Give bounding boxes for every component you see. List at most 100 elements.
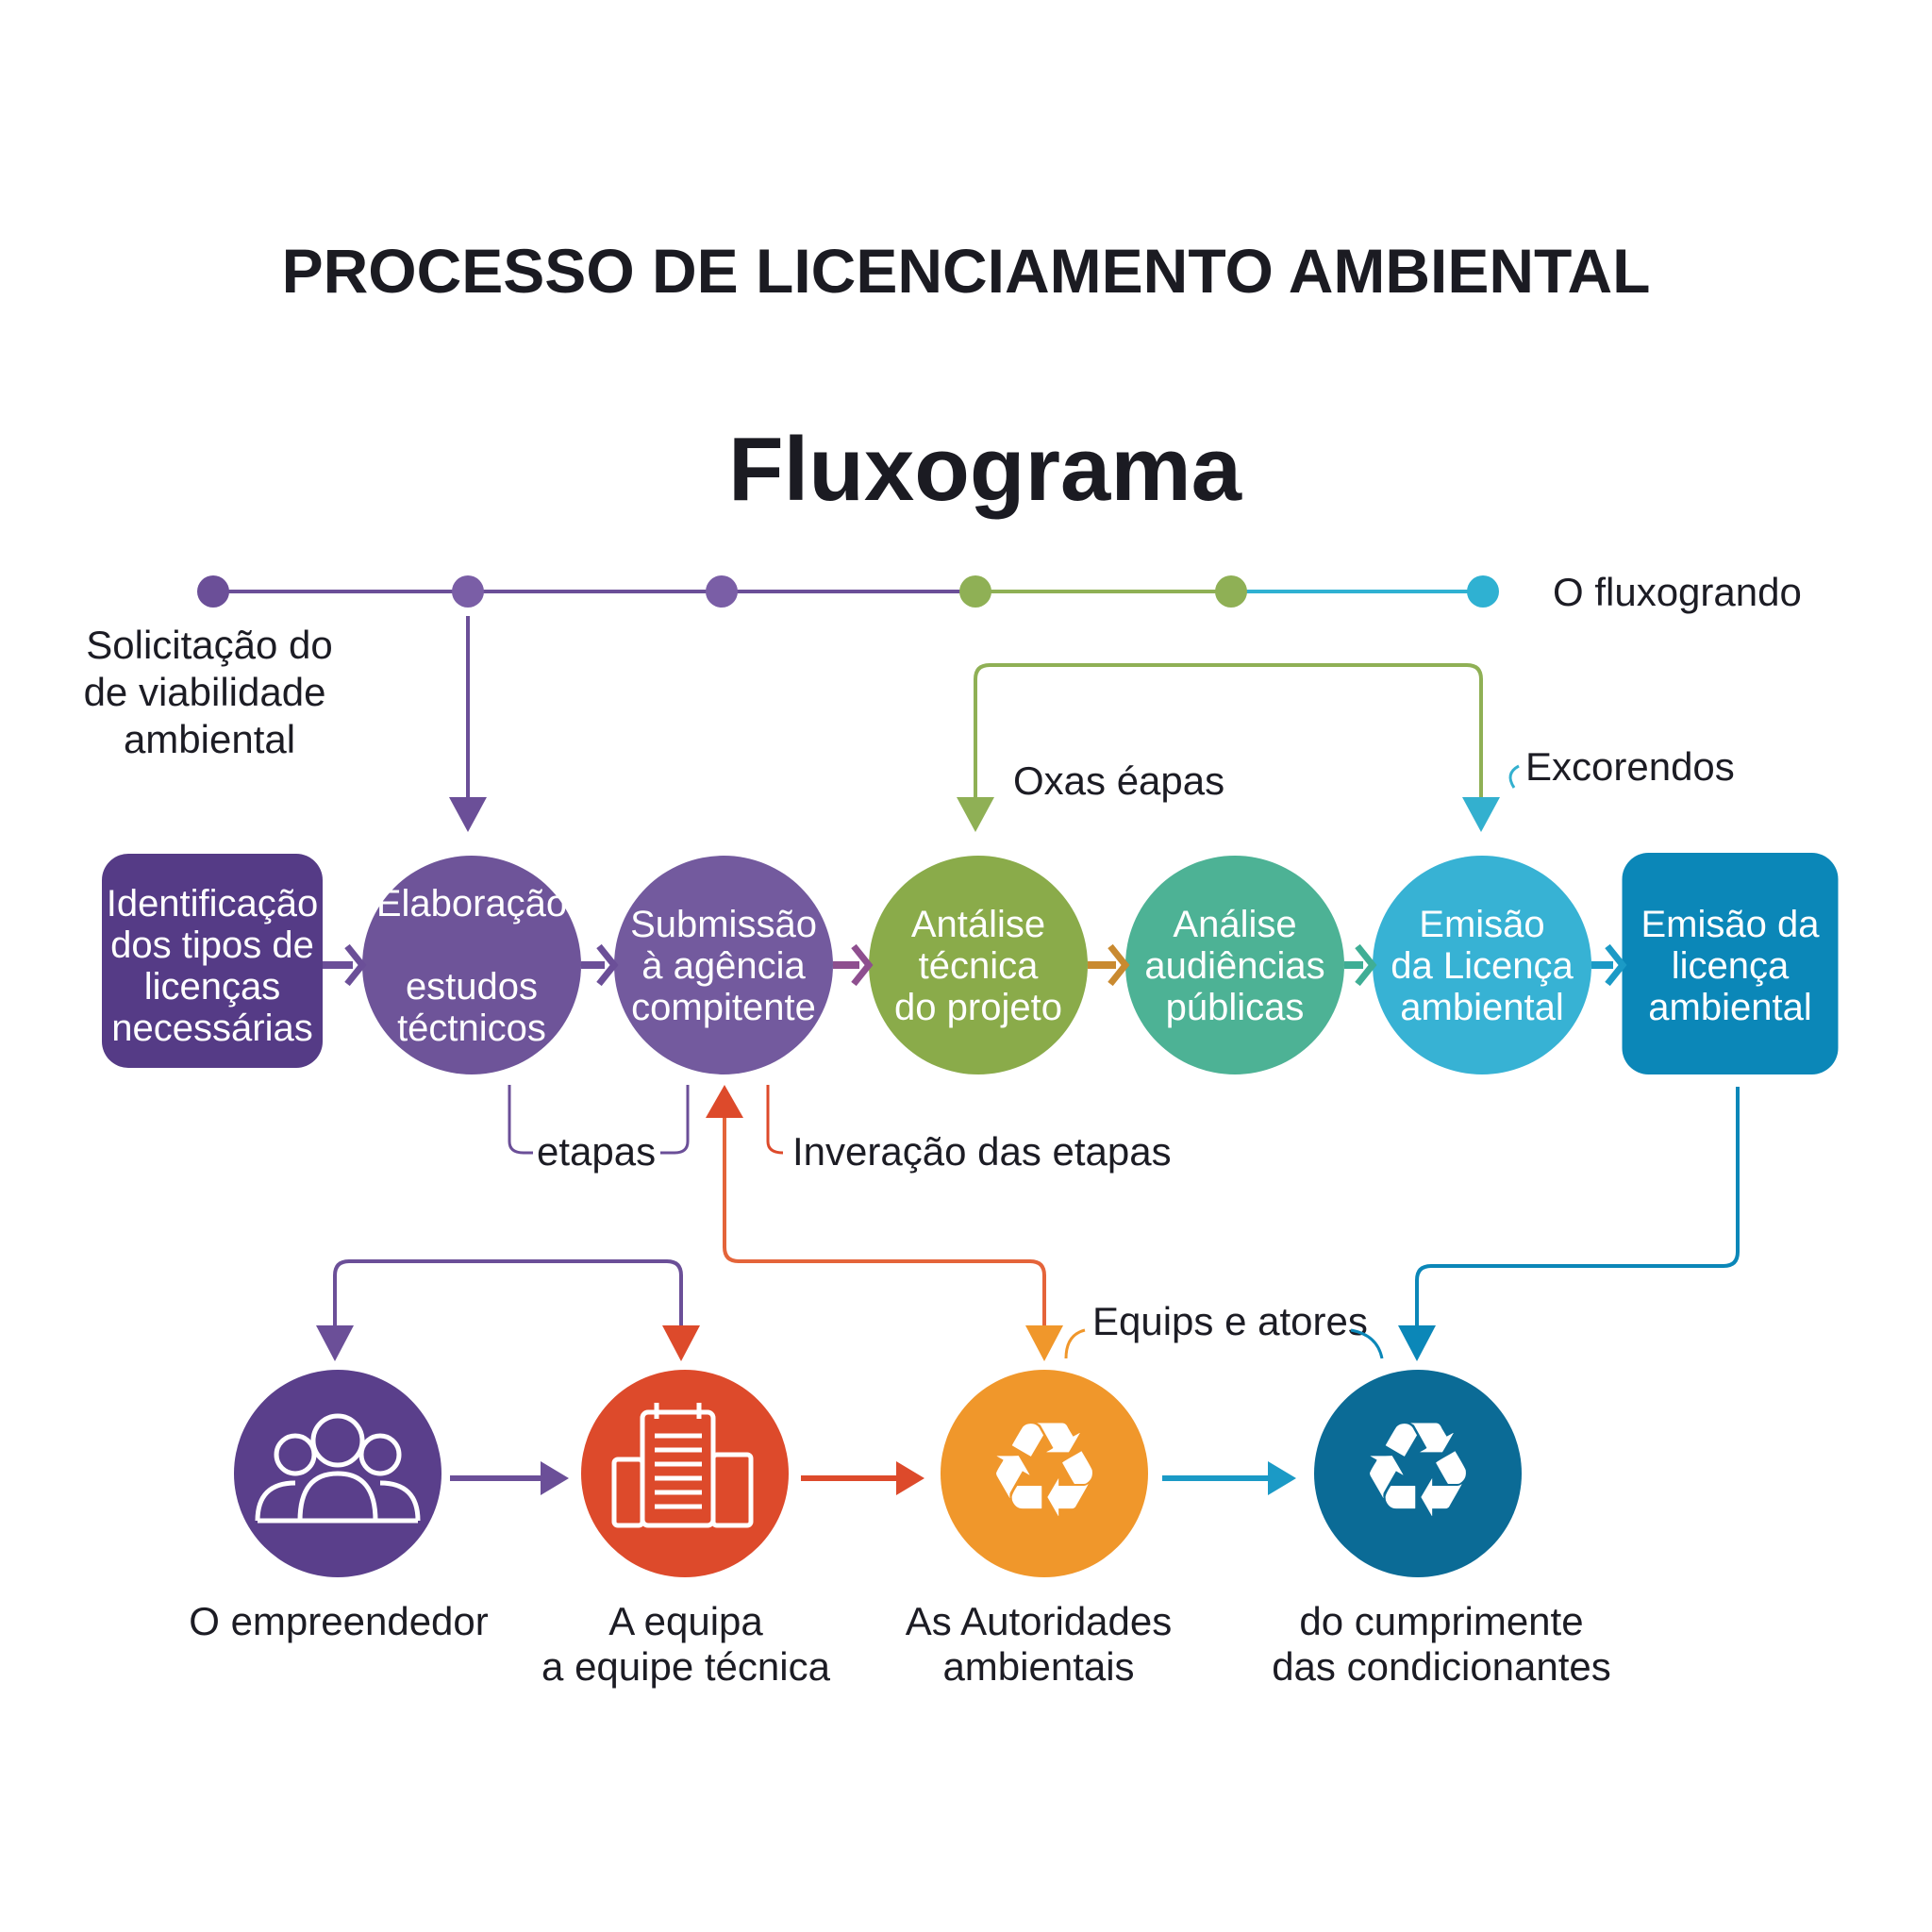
arrowhead bbox=[1025, 1325, 1063, 1361]
annotation-hook bbox=[1350, 1328, 1384, 1359]
step-label: licença bbox=[1672, 945, 1790, 987]
arrowhead bbox=[706, 1085, 743, 1118]
timeline-dot bbox=[452, 575, 484, 608]
page-subtitle: Fluxograma bbox=[728, 419, 1242, 520]
inversion-hook bbox=[766, 1085, 784, 1155]
timeline-dot bbox=[1467, 575, 1499, 608]
step-label: ambiental bbox=[1400, 987, 1563, 1028]
timeline-dot bbox=[959, 575, 991, 608]
step-label: dos tipos de bbox=[110, 924, 314, 966]
step-circle bbox=[362, 856, 581, 1074]
start-label: Solicitação do de viabilidade ambiental bbox=[84, 623, 333, 761]
arrowhead bbox=[316, 1325, 354, 1361]
annotation-etapas: etapas bbox=[537, 1129, 656, 1174]
step-circle bbox=[1125, 856, 1344, 1074]
step-label: ambiental bbox=[1648, 987, 1811, 1028]
actor-circle bbox=[1314, 1370, 1522, 1577]
step-arrows bbox=[323, 943, 1627, 987]
timeline-label: O fluxogrando bbox=[1553, 570, 1802, 614]
timeline-dot bbox=[706, 575, 738, 608]
recycle-icon: ♻ bbox=[985, 1394, 1104, 1548]
return-arrow bbox=[723, 1113, 1046, 1330]
step-label: da Licença bbox=[1391, 945, 1574, 987]
step-label: Submissão bbox=[630, 904, 817, 945]
arrowhead bbox=[1398, 1325, 1436, 1361]
actor-label: do cumprimente bbox=[1299, 1599, 1583, 1643]
people-icon bbox=[255, 1413, 421, 1524]
annotation-top-right: Excorendos bbox=[1525, 744, 1735, 789]
svg-text:Solicitação do: Solicitação do bbox=[86, 623, 333, 667]
timeline-dot bbox=[197, 575, 229, 608]
step-label: públicas bbox=[1166, 987, 1305, 1028]
arrowhead bbox=[1605, 943, 1627, 987]
annotation-hook bbox=[1508, 764, 1520, 789]
svg-text:♻: ♻ bbox=[1358, 1394, 1477, 1548]
actor-label: a equipe técnica bbox=[541, 1644, 831, 1689]
step-circle bbox=[869, 856, 1088, 1074]
arrowhead bbox=[596, 943, 619, 987]
step-circle bbox=[614, 856, 833, 1074]
step-label: téctnicos bbox=[397, 1008, 546, 1049]
step-box bbox=[1622, 853, 1839, 1074]
timeline-dot bbox=[1215, 575, 1247, 608]
actor-label: das condicionantes bbox=[1272, 1644, 1611, 1689]
arrowhead bbox=[896, 1461, 924, 1495]
step-label: do projeto bbox=[894, 987, 1062, 1028]
step-circle bbox=[1373, 856, 1591, 1074]
annotation-hook bbox=[1064, 1328, 1086, 1359]
etapas-bracket-left bbox=[508, 1085, 533, 1155]
annotation-actors: Equips e atores bbox=[1092, 1299, 1368, 1343]
actor-label: A equipa bbox=[608, 1599, 763, 1643]
step-label: à agência bbox=[641, 945, 806, 987]
arrowhead bbox=[1108, 943, 1130, 987]
step-label: licenças bbox=[144, 966, 281, 1008]
step-label: Emisão da bbox=[1641, 904, 1821, 945]
license-arrow bbox=[1415, 1087, 1740, 1330]
arrowhead bbox=[1462, 797, 1500, 832]
actor-bracket bbox=[333, 1259, 683, 1330]
feedback-bracket bbox=[974, 663, 1483, 811]
step-label: Elaboração bbox=[376, 883, 567, 924]
step-label: Emisão bbox=[1419, 904, 1544, 945]
step-label: audiências bbox=[1144, 945, 1324, 987]
step-label: Identificação bbox=[107, 883, 319, 924]
step-label: técnica bbox=[919, 945, 1039, 987]
arrowhead bbox=[662, 1325, 700, 1361]
arrowhead bbox=[541, 1461, 569, 1495]
step-label: Análise bbox=[1173, 904, 1296, 945]
step-label: estudos bbox=[406, 966, 538, 1008]
arrowhead bbox=[449, 797, 487, 832]
arrowhead bbox=[1268, 1461, 1296, 1495]
svg-text:♻: ♻ bbox=[985, 1394, 1104, 1548]
arrowhead bbox=[851, 943, 874, 987]
actor-circle bbox=[941, 1370, 1148, 1577]
timeline: O fluxogrando bbox=[197, 570, 1802, 614]
annotation-inversion: Inveração das etapas bbox=[792, 1129, 1172, 1174]
actor[interactable]: O empreendedor bbox=[189, 1370, 489, 1643]
document-icon bbox=[611, 1403, 754, 1528]
svg-text:ambiental: ambiental bbox=[124, 717, 295, 761]
step-label: compitente bbox=[631, 987, 816, 1028]
arrowhead bbox=[957, 797, 994, 832]
step-label: necessárias bbox=[111, 1008, 312, 1049]
actor-label: O empreendedor bbox=[189, 1599, 489, 1643]
arrowhead bbox=[344, 943, 367, 987]
actor-label: As Autoridades bbox=[906, 1599, 1173, 1643]
recycle-icon: ♻ bbox=[1358, 1394, 1477, 1548]
step-label: Antálise bbox=[911, 904, 1045, 945]
actor-label: ambientais bbox=[942, 1644, 1134, 1689]
step-box bbox=[102, 854, 323, 1068]
